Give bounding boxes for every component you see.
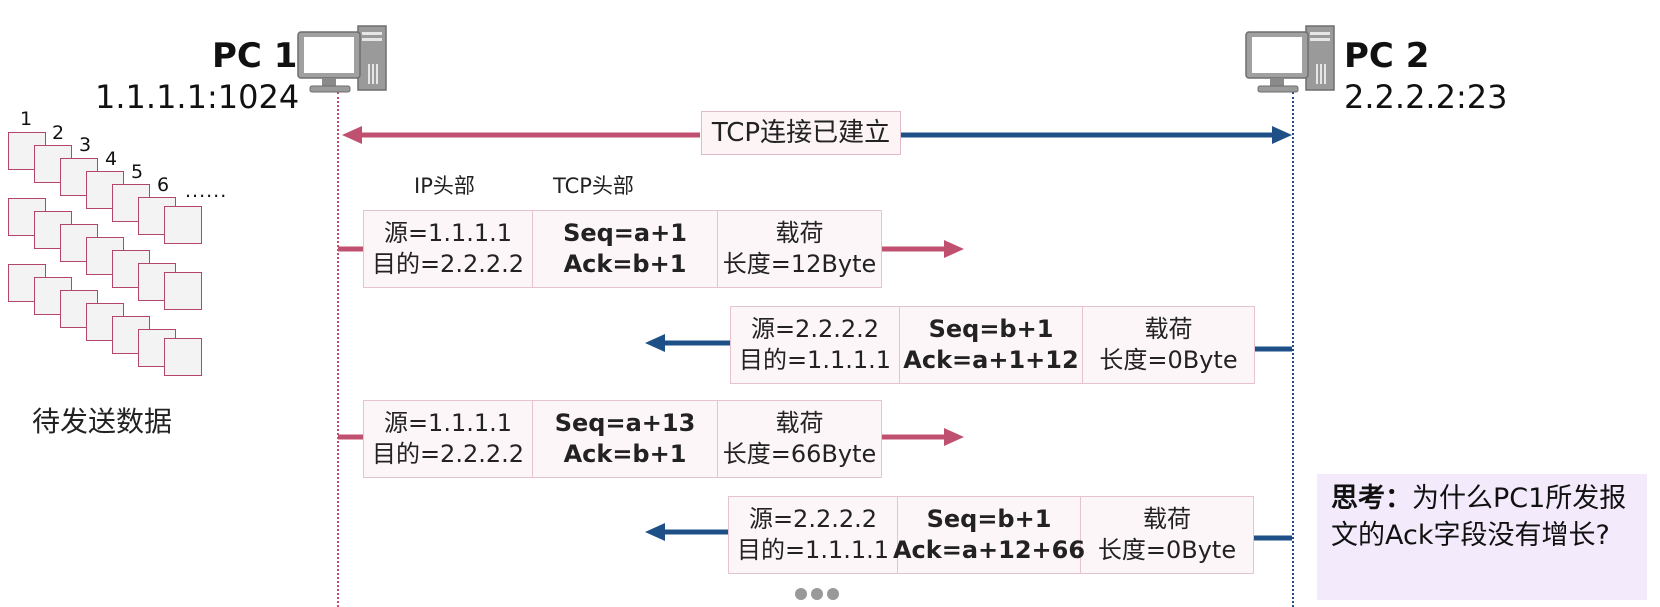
ip-src: 源=2.2.2.2 [750, 315, 880, 343]
more-dots-icon [795, 588, 839, 600]
segment-2-arrow [645, 334, 1292, 352]
tcp-header-label: TCP头部 [553, 174, 634, 198]
pc1-address: 1.1.1.1:1024 [95, 78, 300, 116]
pc1-name: PC 1 [212, 36, 298, 76]
ip-header-cell: 源=1.1.1.1 目的=2.2.2.2 [364, 211, 533, 287]
ack-value: Ack=a+1+12 [903, 346, 1079, 374]
queue-number: 5 [131, 161, 144, 183]
segment-1: 源=1.1.1.1 目的=2.2.2.2 Seq=a+1 Ack=b+1 载荷 … [363, 210, 882, 288]
pc2-name: PC 2 [1344, 36, 1430, 76]
payload-length: 长度=0Byte [1099, 346, 1238, 374]
tcp-header-cell: Seq=b+1 Ack=a+12+66 [893, 497, 1085, 573]
queue-number: 6 [157, 174, 170, 196]
ip-dst: 目的=1.1.1.1 [738, 346, 892, 374]
ip-src: 源=1.1.1.1 [383, 219, 513, 247]
ack-value: Ack=b+1 [563, 250, 687, 278]
payload-length: 长度=0Byte [1097, 536, 1237, 564]
think-title: 思考： [1331, 483, 1412, 514]
segment-4-arrow [645, 523, 1292, 541]
payload-cell: 载荷 长度=0Byte [1083, 307, 1254, 383]
segment-2: 源=2.2.2.2 目的=1.1.1.1 Seq=b+1 Ack=a+1+12 … [730, 306, 1255, 384]
payload-label: 载荷 [1143, 505, 1191, 533]
ip-src: 源=2.2.2.2 [748, 505, 878, 533]
payload-cell: 载荷 长度=12Byte [718, 211, 881, 287]
queue-number: 2 [52, 122, 65, 144]
think-text: 为什么PC1所发报文的Ack字段没有增长? [1331, 483, 1627, 551]
ip-header-cell: 源=1.1.1.1 目的=2.2.2.2 [364, 401, 533, 477]
think-question-box: 思考：为什么PC1所发报文的Ack字段没有增长? [1317, 474, 1647, 600]
send-queue-label: 待发送数据 [32, 405, 173, 438]
payload-label: 载荷 [775, 219, 824, 247]
data-block [164, 272, 202, 310]
data-block [164, 206, 202, 244]
seq-value: Seq=a+13 [554, 409, 696, 437]
ip-header-cell: 源=2.2.2.2 目的=1.1.1.1 [729, 497, 898, 573]
queue-number: 1 [20, 108, 33, 130]
payload-label: 载荷 [775, 409, 824, 437]
ip-dst: 目的=2.2.2.2 [371, 440, 525, 468]
payload-cell: 载荷 长度=0Byte [1081, 497, 1253, 573]
connection-arrow [342, 126, 1292, 144]
ip-dst: 目的=1.1.1.1 [736, 536, 890, 564]
seq-value: Seq=a+1 [563, 219, 687, 247]
ack-value: Ack=b+1 [563, 440, 687, 468]
computer-icon [297, 25, 387, 93]
queue-number: 3 [79, 134, 92, 156]
ip-src: 源=1.1.1.1 [383, 409, 513, 437]
payload-length: 长度=66Byte [722, 440, 877, 468]
ack-value: Ack=a+12+66 [892, 536, 1086, 564]
ip-dst: 目的=2.2.2.2 [371, 250, 525, 278]
ip-header-cell: 源=2.2.2.2 目的=1.1.1.1 [731, 307, 900, 383]
segment-4: 源=2.2.2.2 目的=1.1.1.1 Seq=b+1 Ack=a+12+66… [728, 496, 1254, 574]
tcp-header-cell: Seq=a+1 Ack=b+1 [533, 211, 718, 287]
pc2-lifeline [1292, 92, 1294, 607]
payload-length: 长度=12Byte [722, 250, 877, 278]
pc1-lifeline [337, 92, 339, 607]
tcp-header-cell: Seq=b+1 Ack=a+1+12 [900, 307, 1083, 383]
seq-value: Seq=b+1 [928, 315, 1054, 343]
computer-icon [1245, 25, 1335, 93]
data-block [164, 338, 202, 376]
connection-established-label: TCP连接已建立 [701, 111, 901, 155]
queue-number: 4 [105, 148, 118, 170]
pc2-address: 2.2.2.2:23 [1344, 78, 1508, 116]
send-queue: 1 2 3 4 5 6 ...... [0, 100, 250, 380]
tcp-header-cell: Seq=a+13 Ack=b+1 [533, 401, 718, 477]
payload-cell: 载荷 长度=66Byte [718, 401, 881, 477]
payload-label: 载荷 [1144, 315, 1193, 343]
ip-header-label: IP头部 [414, 174, 475, 198]
queue-ellipsis: ...... [185, 180, 228, 202]
seq-value: Seq=b+1 [926, 505, 1052, 533]
segment-3-arrow [338, 428, 964, 446]
segment-3: 源=1.1.1.1 目的=2.2.2.2 Seq=a+13 Ack=b+1 载荷… [363, 400, 882, 478]
segment-1-arrow [338, 240, 964, 258]
